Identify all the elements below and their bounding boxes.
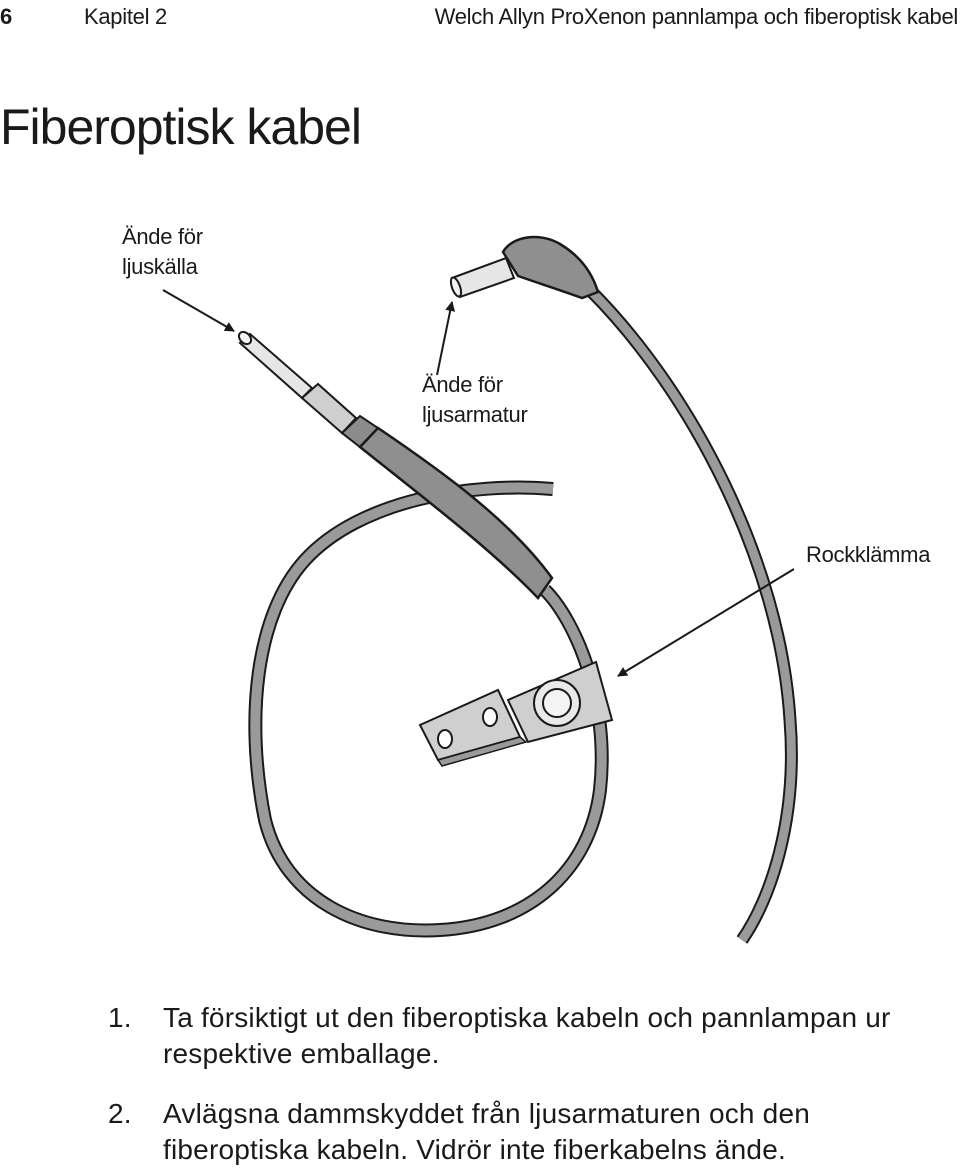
light-source-connector bbox=[237, 330, 554, 600]
callout-arrow-light-source bbox=[162, 289, 235, 332]
clothing-clip bbox=[418, 660, 614, 767]
chapter-label: Kapitel 2 bbox=[84, 4, 167, 29]
callout-light-source-end: Ände för ljuskälla bbox=[122, 222, 203, 282]
step-text: Ta försiktigt ut den fiberoptiska kabeln… bbox=[163, 1002, 891, 1069]
callout-light-source-line-1: Ände för bbox=[122, 224, 203, 249]
step-number: 1. bbox=[108, 1002, 132, 1033]
headlight-connector bbox=[449, 235, 600, 300]
callout-arrow-headlight bbox=[436, 301, 456, 376]
cable-long-run bbox=[585, 285, 798, 944]
cable-loop bbox=[248, 480, 609, 938]
callout-headlight-line-1: Ände för bbox=[422, 372, 503, 397]
callout-headlight-end: Ände för ljusarmatur bbox=[422, 370, 528, 430]
callout-clothing-clip: Rockklämma bbox=[806, 542, 931, 567]
callout-light-source-line-2: ljuskälla bbox=[122, 254, 198, 279]
callout-headlight-line-2: ljusarmatur bbox=[422, 402, 528, 427]
section-title: Fiberoptisk kabel bbox=[0, 99, 362, 155]
document-title: Welch Allyn ProXenon pannlampa och fiber… bbox=[434, 4, 959, 29]
step-number: 2. bbox=[108, 1098, 132, 1129]
page-number: 6 bbox=[0, 4, 12, 29]
callout-arrow-clip bbox=[617, 568, 795, 677]
step-text: Avlägsna dammskyddet från ljusarmaturen … bbox=[163, 1098, 811, 1165]
